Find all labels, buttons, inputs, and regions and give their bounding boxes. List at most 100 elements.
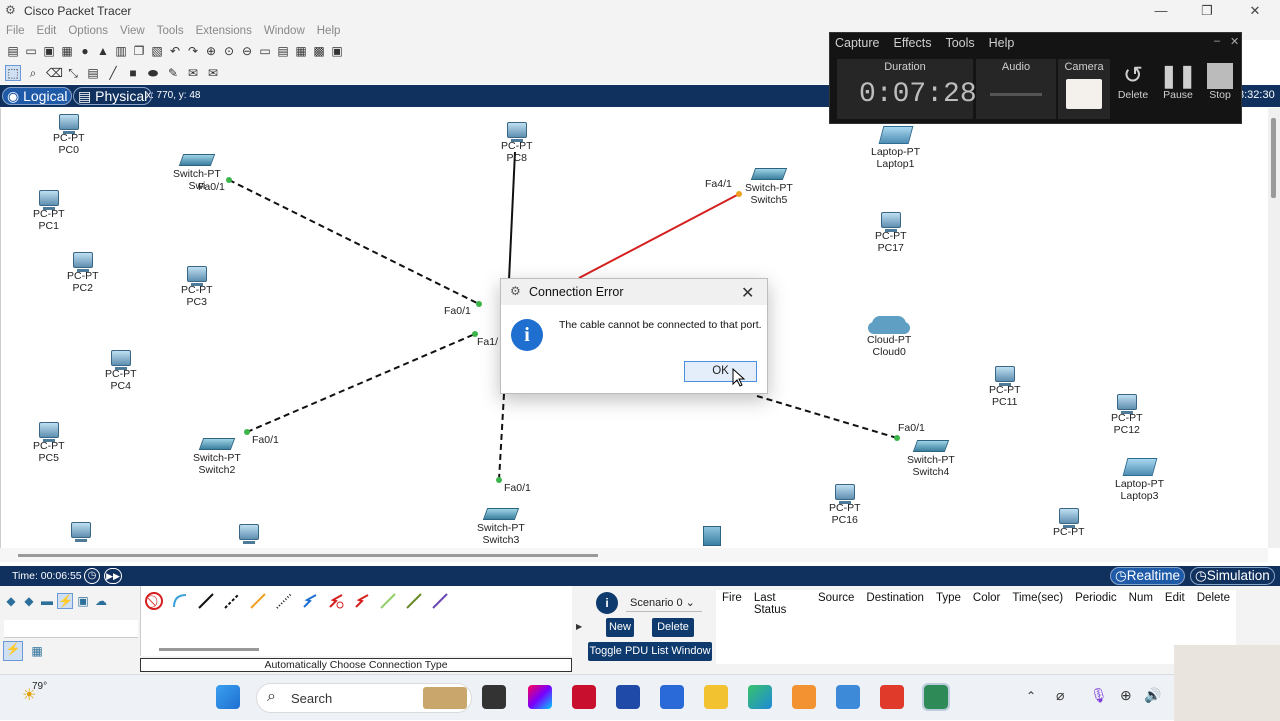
store-icon[interactable] [660,685,684,709]
hub-category-icon[interactable]: ▬ [41,594,53,608]
device-pc-bottom-left[interactable] [71,522,91,542]
app-icon[interactable] [836,685,860,709]
end-devices-category-icon[interactable]: ▣ [77,594,89,608]
console-cable-icon[interactable] [171,592,189,610]
recorder-menu-help[interactable]: Help [988,36,1015,50]
expand-arrow-icon[interactable]: ▶ [576,622,583,631]
restore-button[interactable]: ❐ [1201,3,1213,18]
router-category-icon[interactable]: ◆ [6,594,16,608]
drawing-palette-icon[interactable]: ▭ [259,44,271,58]
menu-window[interactable]: Window [263,25,305,37]
menu-extensions[interactable]: Extensions [195,25,252,37]
device-pc-partial[interactable]: PC-PT [1053,508,1085,538]
note-icon[interactable]: ▤ [87,66,99,80]
redo-icon[interactable]: ↷ [187,44,199,58]
select-icon[interactable]: ⬚ [5,65,21,81]
no-cable-icon[interactable]: ⃠ [145,592,163,610]
resize-icon[interactable]: ⤡ [68,66,78,80]
menu-help[interactable]: Help [316,25,341,37]
coaxial-cable-icon[interactable] [301,592,319,610]
info-icon[interactable]: i [596,592,618,614]
scroll-thumb[interactable] [18,554,598,557]
open-folder-icon[interactable]: ▭ [25,44,37,58]
recorder-menu-tools[interactable]: Tools [945,36,975,50]
wan-category-icon[interactable]: ☁ [95,594,107,608]
menu-options[interactable]: Options [68,25,108,37]
chevron-up-icon[interactable]: ⌃ [1026,689,1037,703]
paste-icon[interactable]: ▧ [151,44,163,58]
network-info-icon[interactable]: ▥ [115,44,127,58]
app-icon[interactable] [792,685,816,709]
scroll-thumb[interactable] [1271,118,1276,198]
start-icon[interactable] [216,685,240,709]
print-icon[interactable]: ▦ [61,44,73,58]
fast-forward-icon[interactable]: ▶▶ [104,568,122,584]
inspect-icon[interactable]: ⌕ [29,66,37,80]
recorder-menu-capture[interactable]: Capture [835,36,880,50]
vertical-scrollbar[interactable] [1268,108,1280,548]
toggle-pdu-list-button[interactable]: Toggle PDU List Window [588,642,712,661]
logical-tab[interactable]: ◉ Logical [2,87,73,105]
cable-sw1[interactable] [228,179,480,305]
menu-file[interactable]: File [6,25,25,37]
delete-scenario-button[interactable]: Delete [652,618,694,637]
scenario-select[interactable]: Scenario 0 ⌄ [626,594,702,612]
draw-rectangle-icon[interactable]: ■ [129,66,137,80]
realtime-tab[interactable]: ◷Realtime [1110,567,1186,585]
draw-line-icon[interactable]: ╱ [109,66,117,80]
connections-category-icon[interactable]: ⚡ [57,593,73,609]
grid-icon[interactable]: ▦ [31,644,43,658]
task-view-icon[interactable] [482,685,506,709]
audio-box[interactable]: Audio [976,59,1056,119]
copilot-icon[interactable] [528,685,552,709]
power-cycle-icon[interactable]: ◷ [84,568,100,584]
taskbar-search[interactable]: ⌕ Search [256,683,472,713]
cable-sw3[interactable] [498,393,505,481]
minimize-button[interactable]: — [1154,3,1168,18]
cable-sw2[interactable] [246,333,476,433]
palette-scroll-thumb[interactable] [159,648,259,651]
horizontal-scrollbar[interactable] [0,548,1268,562]
connections-subcategory-icon[interactable]: ⚡ [3,641,23,661]
physical-tab[interactable]: ▤ Physical [73,87,153,105]
web-view-icon[interactable]: ▣ [331,44,343,58]
edge-icon[interactable] [748,685,772,709]
octal-cable-icon[interactable] [379,592,397,610]
wifi-off-icon[interactable]: ⌀ [1056,687,1065,703]
new-file-icon[interactable]: ▤ [7,44,19,58]
app-icon[interactable] [880,685,904,709]
cable-pc8[interactable] [508,151,516,281]
device-pc-bottom-mid[interactable] [239,524,259,544]
recorder-pause-button[interactable]: ❚❚Pause [1156,63,1200,101]
straight-through-cable-icon[interactable] [197,592,215,610]
viewport-icon[interactable]: ▦ [295,44,307,58]
fiber-cable-icon[interactable] [249,592,267,610]
volume-icon[interactable]: 🔊 [1144,687,1162,703]
close-button[interactable]: ✕ [1249,3,1261,18]
packet-tracer-taskbar-icon[interactable] [922,683,950,711]
ok-button[interactable]: OK [684,361,757,382]
iot-cable-icon[interactable] [405,592,423,610]
info-icon[interactable]: ● [81,44,89,58]
draw-ellipse-icon[interactable]: ⬬ [147,66,159,80]
serial-dte-cable-icon[interactable] [353,592,371,610]
menu-view[interactable]: View [120,25,145,37]
mcafee-icon[interactable] [572,685,596,709]
device-server-partial[interactable] [703,526,721,548]
crossover-cable-icon[interactable] [223,592,241,610]
